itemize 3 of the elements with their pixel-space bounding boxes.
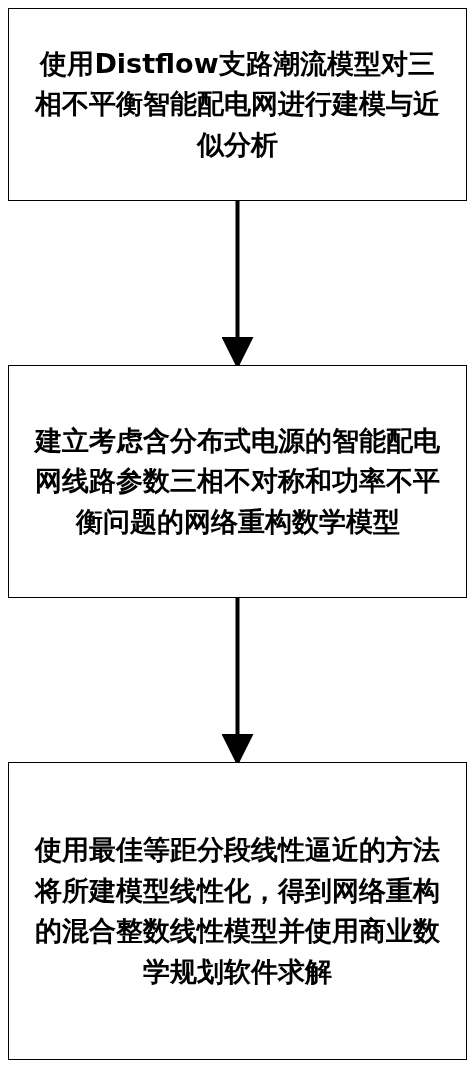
process-box: 建立考虑含分布式电源的智能配电网线路参数三相不对称和功率不平衡问题的网络重构数学模型 xyxy=(8,365,467,598)
process-box: 使用Distflow支路潮流模型对三相不平衡智能配电网进行建模与近似分析 xyxy=(8,8,467,201)
process-box: 使用最佳等距分段线性逼近的方法将所建模型线性化，得到网络重构的混合整数线性模型并使用商业数学规划软件求解 xyxy=(8,762,467,1060)
